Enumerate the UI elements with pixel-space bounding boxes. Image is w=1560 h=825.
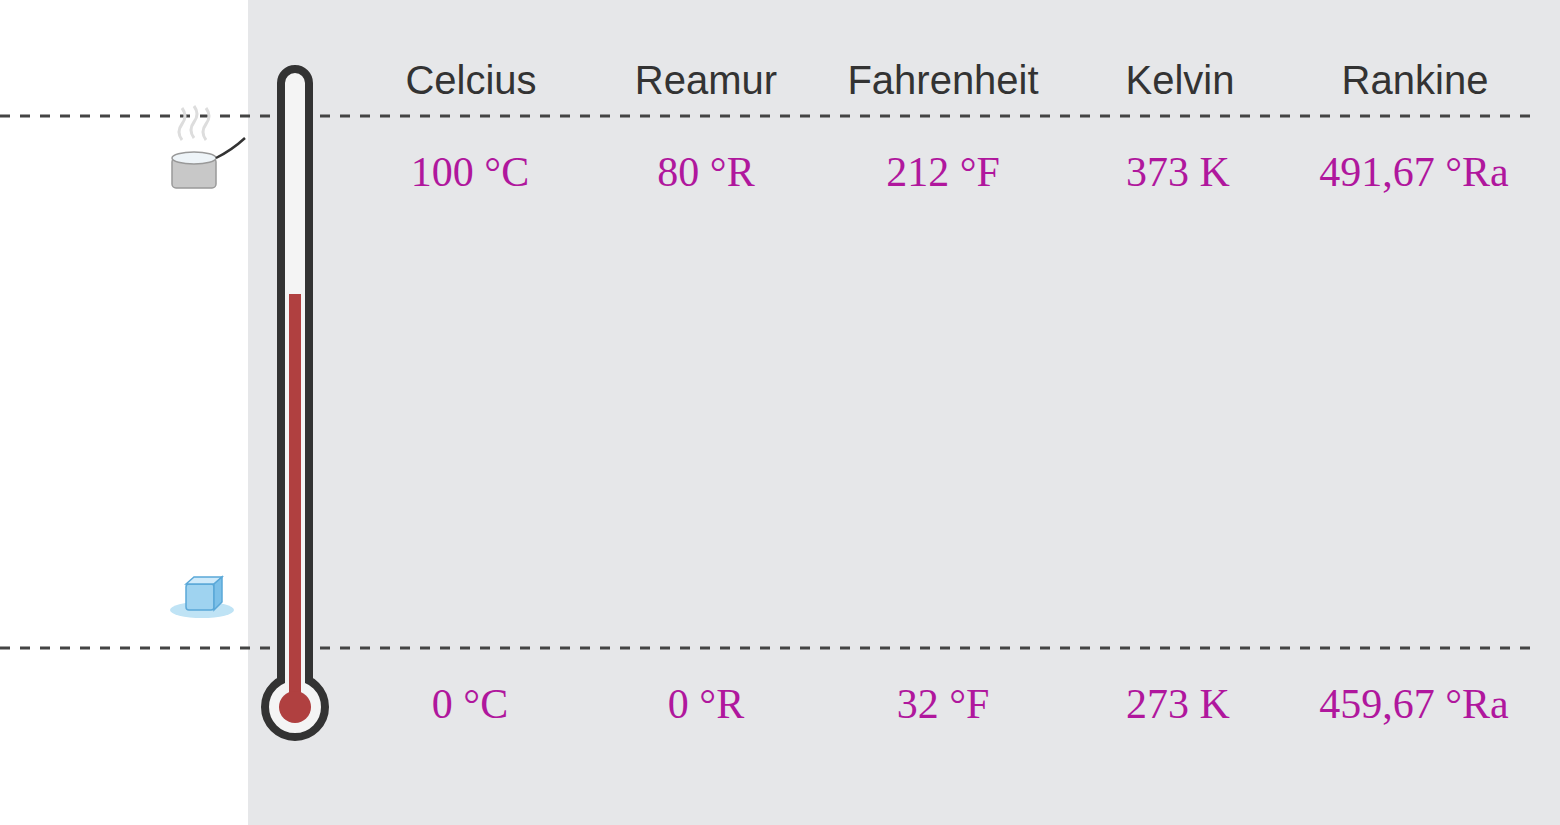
scale-name: Kelvin	[1126, 58, 1235, 103]
boiling-value: 212 °F	[886, 148, 1000, 196]
boiling-value: 373 K	[1126, 148, 1230, 196]
freezing-value: 32 °F	[897, 680, 990, 728]
scale-name: Rankine	[1342, 58, 1489, 103]
thermometer	[265, 69, 325, 737]
boiling-line	[0, 115, 1530, 118]
ice-cube-icon	[170, 577, 234, 618]
scale-name: Fahrenheit	[847, 58, 1038, 103]
boiling-pot-icon	[172, 106, 245, 188]
freezing-value: 0 °C	[432, 680, 508, 728]
freezing-value: 0 °R	[668, 680, 744, 728]
freezing-line	[0, 647, 1530, 650]
freezing-value: 273 K	[1126, 680, 1230, 728]
freezing-value: 459,67 °Ra	[1319, 680, 1508, 728]
grey-panel	[248, 0, 1560, 825]
boiling-value: 100 °C	[411, 148, 529, 196]
boiling-value: 491,67 °Ra	[1319, 148, 1508, 196]
boiling-value: 80 °R	[657, 148, 754, 196]
scale-name: Reamur	[635, 58, 777, 103]
scale-name: Celcius	[405, 58, 536, 103]
